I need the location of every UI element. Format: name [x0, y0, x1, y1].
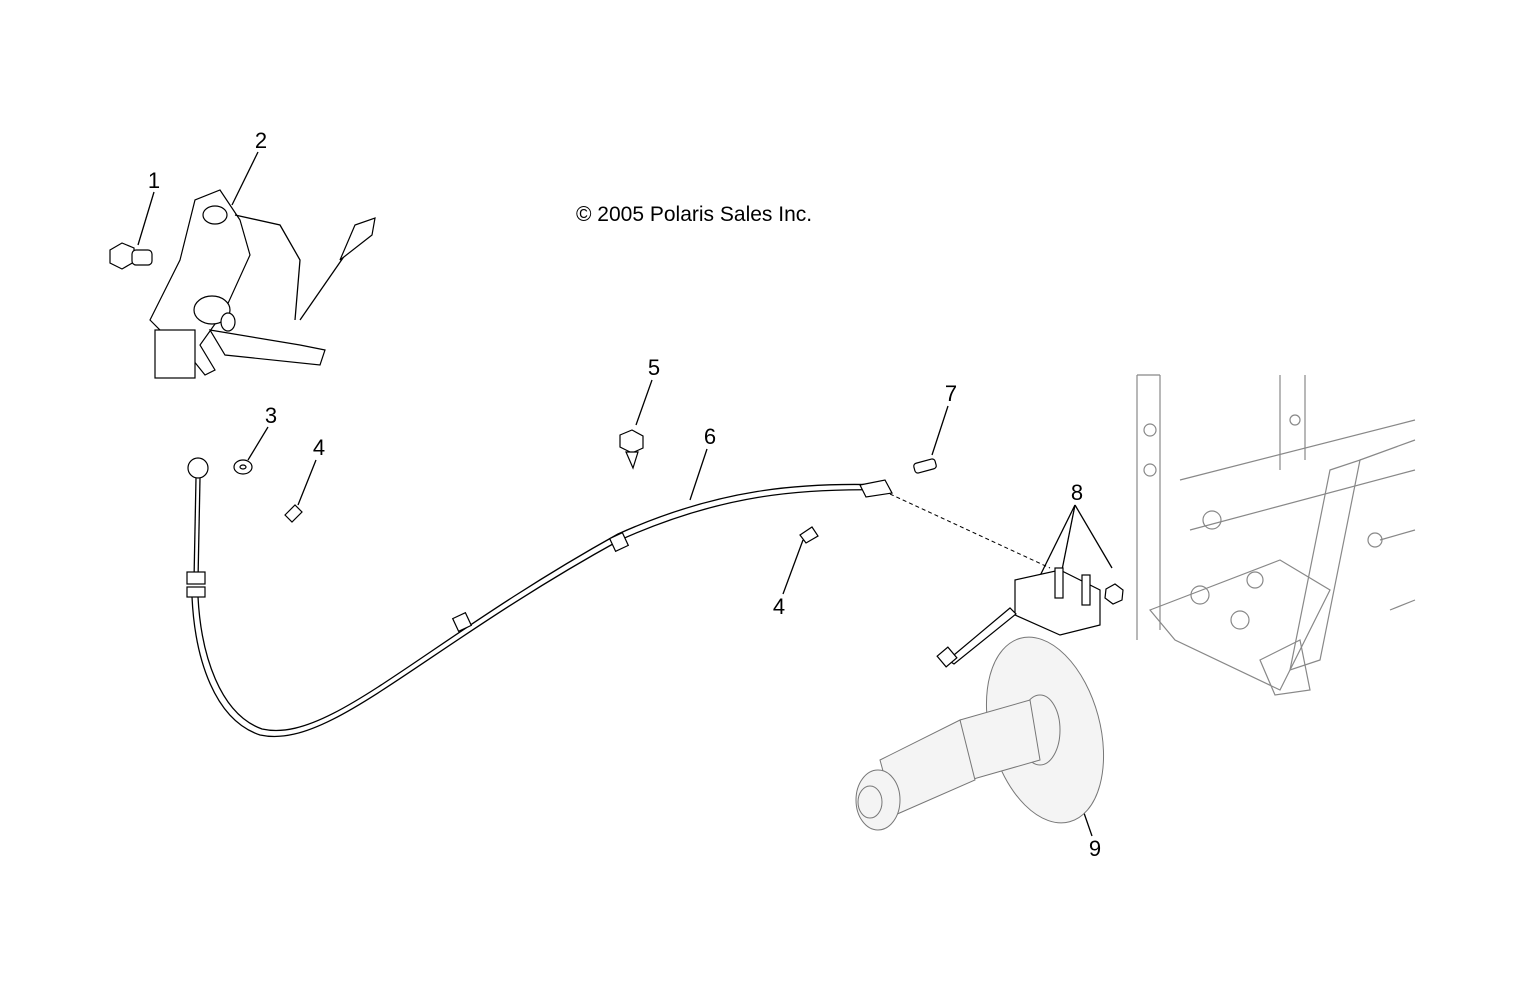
callout-3: 3 [264, 403, 278, 428]
callout-5: 5 [647, 355, 661, 380]
brake-disc-driveshaft [855, 636, 1105, 831]
callout-2: 2 [254, 128, 268, 153]
washer-hole [239, 464, 247, 470]
brake-cable-part [186, 457, 893, 738]
clip-part [284, 504, 303, 523]
callout-8: 8 [1070, 480, 1084, 505]
copyright-text: © 2005 Polaris Sales Inc. [576, 203, 813, 226]
frame-part [1136, 374, 1416, 696]
clip-part [799, 526, 819, 544]
callout-9: 9 [1088, 836, 1102, 861]
callout-7: 7 [944, 381, 958, 406]
callout-4: 4 [312, 435, 326, 460]
push-rivet-part [619, 429, 644, 470]
callout-1: 1 [147, 168, 161, 193]
bolt-part [109, 242, 153, 270]
pin-part [913, 458, 937, 474]
callout-4b: 4 [772, 594, 786, 619]
brake-pedal-assembly [149, 189, 376, 379]
callout-6: 6 [703, 424, 717, 449]
brake-caliper-part [936, 567, 1124, 668]
